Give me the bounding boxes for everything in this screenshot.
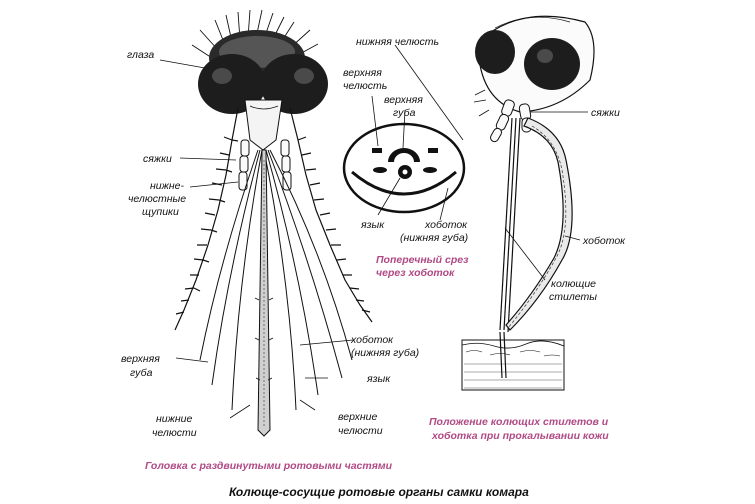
label-section-proboscis-2: (нижняя губа) [400, 232, 468, 244]
label-maxillary-palps-2: челюстные [128, 193, 186, 205]
label-maxillary-palps-3: щупики [142, 206, 179, 218]
label-eyes: глаза [127, 49, 154, 61]
diagram-title: Колюще-сосущие ротовые органы самки кома… [229, 485, 529, 499]
right-proboscis-bent [505, 117, 573, 331]
caption-position-1: Положение колющих стилетов и [429, 416, 609, 428]
label-tongue-left: язык [366, 373, 391, 385]
label-lower-jaw-top: нижняя челюсть [356, 36, 439, 48]
right-eye-side-icon [524, 38, 580, 90]
label-lower-jaws-1: нижние [156, 413, 192, 425]
head-bristles [191, 9, 319, 59]
label-stylets-1: колющие [551, 278, 596, 290]
labels-left: глаза сяжки нижне- челюстные щупики верх… [121, 49, 419, 439]
label-lower-jaws-2: челюсти [152, 427, 197, 439]
section-upper-lip [388, 148, 420, 162]
label-section-upper-lip-2: губа [393, 107, 416, 119]
piercing-illustration [461, 15, 595, 391]
right-eye-icon [260, 54, 328, 114]
proboscis-labium [254, 149, 274, 437]
right-eye-front-icon [475, 30, 515, 74]
caption-position-2: хоботка при прокалывании кожи [431, 430, 609, 442]
label-stylets-2: стилеты [549, 291, 597, 303]
skin-section [461, 331, 565, 391]
maxillary-palp-right [280, 139, 292, 191]
label-proboscis-right: хоботок [582, 235, 626, 247]
label-upper-lip-left-1: верхняя [121, 353, 160, 365]
labels-right: сяжки хоботок колющие стилеты Положение … [429, 107, 626, 442]
label-section-upper-jaw-2: челюсть [343, 80, 387, 92]
antenna-right [289, 107, 373, 323]
cross-section-illustration [342, 122, 466, 214]
section-mandible-left [373, 167, 387, 173]
label-proboscis-mid-1: хоботок [350, 334, 394, 346]
right-stylets [499, 117, 521, 333]
label-palps-left: сяжки [143, 153, 172, 165]
section-mandible-right [423, 167, 437, 173]
head-face [244, 99, 283, 151]
label-palps-right: сяжки [591, 107, 620, 119]
leader-lines-middle [371, 44, 464, 221]
label-section-upper-jaw-1: верхняя [343, 67, 382, 79]
label-upper-lip-left-2: губа [130, 367, 153, 379]
mosquito-head-illustration [174, 9, 373, 437]
left-eye-icon [198, 54, 266, 114]
section-upper-jaw-right [428, 148, 438, 153]
label-section-tongue: язык [360, 219, 385, 231]
caption-section-2: через хоботок [376, 267, 455, 279]
label-section-proboscis-1: хоботок [424, 219, 468, 231]
caption-section-1: Поперечный срез [376, 254, 469, 266]
leader-lines-right [504, 111, 588, 281]
caption-head: Головка с раздвинутыми ротовыми частями [145, 460, 393, 472]
section-upper-jaw-left [372, 148, 382, 153]
label-section-upper-lip-1: верхняя [384, 94, 423, 106]
leader-lines-left [159, 59, 354, 419]
label-upper-jaws-1: верхние [338, 411, 377, 423]
antenna-left [174, 107, 239, 331]
label-proboscis-mid-2: (нижняя губа) [351, 347, 419, 359]
spread-stylets [199, 149, 353, 411]
label-upper-jaws-2: челюсти [338, 425, 383, 437]
maxillary-palp-left [238, 139, 250, 191]
label-maxillary-palps-1: нижне- [150, 180, 184, 192]
right-palps [490, 99, 532, 143]
labels-middle: нижняя челюсть верхняя челюсть верхняя г… [343, 36, 469, 279]
